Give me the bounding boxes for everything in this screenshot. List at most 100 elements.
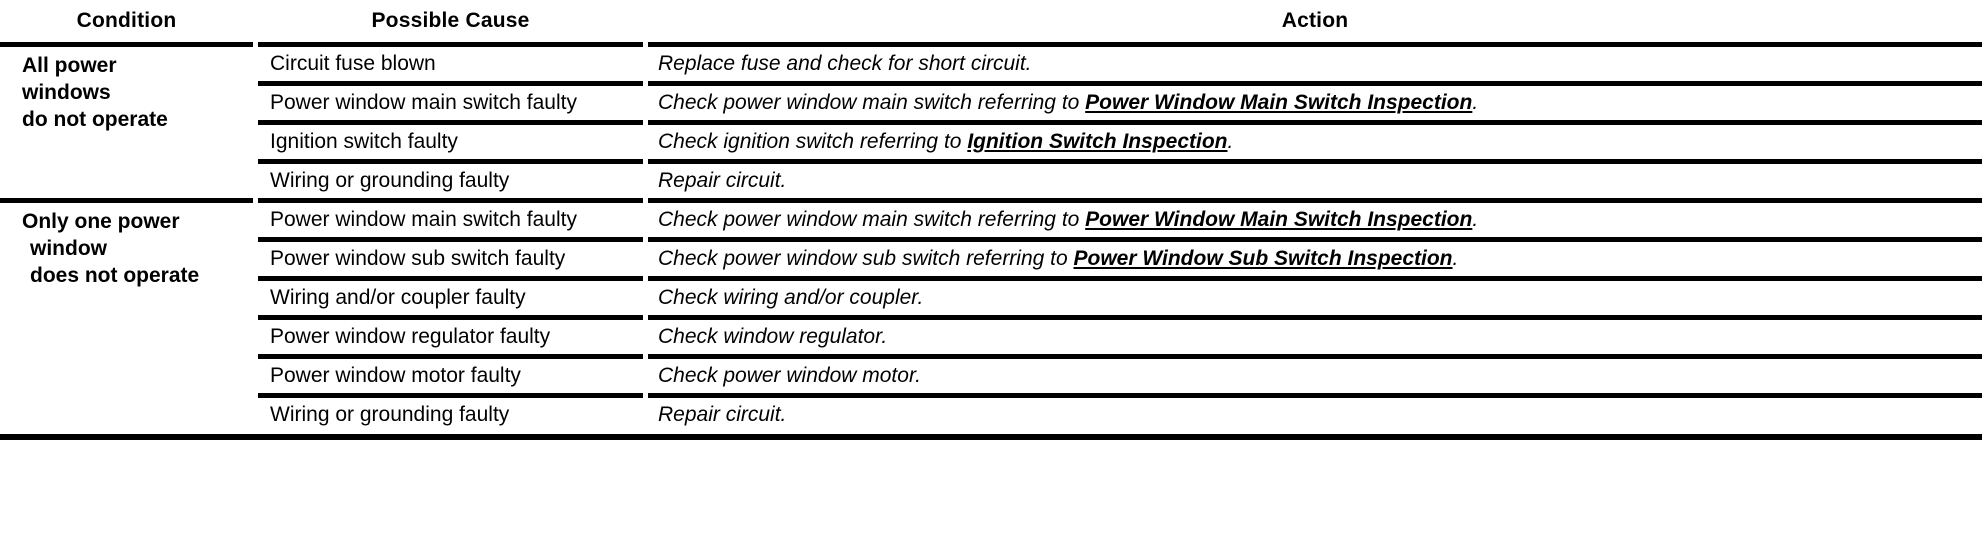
table-row: Wiring or grounding faulty Repair circui…	[0, 164, 1982, 198]
rule-segment-action	[648, 315, 1982, 320]
action-cell: Repair circuit.	[648, 164, 1982, 198]
rule-segment-action	[648, 81, 1982, 86]
possible-cause-cell: Wiring and/or coupler faulty	[258, 281, 643, 315]
action-text-pre: Check power window main switch referring…	[658, 208, 1086, 231]
rule-segment-cause	[258, 237, 643, 242]
action-text-pre: Repair circuit.	[658, 403, 787, 426]
action-text: Replace fuse and check for short circuit…	[648, 47, 1982, 81]
rule-row-separator	[0, 393, 1982, 398]
action-cell: Check window regulator.	[648, 320, 1982, 354]
condition-cell-group-2: Only one power window does not operate	[0, 203, 253, 432]
possible-cause-text: Ignition switch faulty	[270, 130, 458, 153]
rule-group-separator	[0, 198, 1982, 203]
rule-segment-action	[648, 159, 1982, 164]
action-text-pre: Check power window motor.	[658, 364, 921, 387]
possible-cause-cell: Wiring or grounding faulty	[258, 164, 643, 198]
rule-segment-condition	[0, 198, 253, 203]
table-row: Wiring and/or coupler faulty Check wirin…	[0, 281, 1982, 315]
action-text-pre: Repair circuit.	[658, 169, 787, 192]
table-row: Only one power window does not operate P…	[0, 203, 1982, 287]
action-text-post: .	[1227, 130, 1234, 153]
possible-cause-cell: Wiring or grounding faulty	[258, 398, 643, 432]
table-row: Ignition switch faulty Check ignition sw…	[0, 125, 1982, 159]
possible-cause-text: Wiring and/or coupler faulty	[270, 286, 526, 309]
possible-cause-text: Wiring or grounding faulty	[270, 403, 510, 426]
action-cell: Check power window motor.	[648, 359, 1982, 393]
action-text-post: .	[1472, 208, 1479, 231]
rule-segment-cause	[258, 159, 643, 164]
rule-segment-action	[648, 393, 1982, 398]
table-bottom-rule	[0, 434, 1982, 440]
table-row: Wiring or grounding faulty Repair circui…	[0, 398, 1982, 432]
action-text-post: .	[1452, 247, 1459, 270]
rule-row-separator	[0, 315, 1982, 320]
action-text-post: .	[1472, 91, 1479, 114]
possible-cause-text: Power window regulator faulty	[270, 325, 551, 348]
possible-cause-cell: Power window main switch faulty	[258, 86, 643, 120]
rule-segment-action	[648, 354, 1982, 359]
action-text: Check ignition switch referring to Ignit…	[648, 125, 1982, 159]
table-row: Power window sub switch faulty Check pow…	[0, 242, 1982, 276]
action-text-pre: Check power window sub switch referring …	[658, 247, 1074, 270]
rule-segment-action	[648, 198, 1982, 203]
rule-segment-cause	[258, 315, 643, 320]
action-text: Check power window main switch referring…	[648, 86, 1982, 120]
action-text-pre: Check ignition switch referring to	[658, 130, 968, 153]
possible-cause-text: Power window main switch faulty	[270, 208, 577, 231]
table-header: Condition Possible Cause Action	[0, 0, 1982, 42]
action-cell: Replace fuse and check for short circuit…	[648, 47, 1982, 81]
table-row: All power windows do not operate Circuit…	[0, 47, 1982, 131]
rule-segment-cause	[258, 81, 643, 86]
column-header-action: Action	[1281, 9, 1349, 32]
condition-line: windows	[22, 81, 111, 104]
rule-segment-action	[648, 276, 1982, 281]
table-row: Power window regulator faulty Check wind…	[0, 320, 1982, 354]
possible-cause-text: Power window sub switch faulty	[270, 247, 566, 270]
rule-row-separator	[0, 81, 1982, 86]
action-text: Check power window motor.	[648, 359, 1982, 393]
table-body: All power windows do not operate Circuit…	[0, 42, 1982, 432]
action-link[interactable]: Power Window Sub Switch Inspection	[1073, 247, 1453, 270]
action-text-pre: Check window regulator.	[658, 325, 888, 348]
possible-cause-cell: Circuit fuse blown	[258, 47, 643, 81]
possible-cause-text: Wiring or grounding faulty	[270, 169, 510, 192]
table-row: Power window main switch faulty Check po…	[0, 86, 1982, 120]
rule-segment-cause	[258, 276, 643, 281]
column-header-condition: Condition	[76, 9, 177, 32]
rule-segment-action	[648, 42, 1982, 47]
action-text: Repair circuit.	[648, 398, 1982, 432]
condition-line: All power	[22, 54, 117, 77]
action-cell: Check ignition switch referring to Ignit…	[648, 125, 1982, 159]
action-text: Repair circuit.	[648, 164, 1982, 198]
action-text: Check power window main switch referring…	[648, 203, 1982, 237]
action-link[interactable]: Ignition Switch Inspection	[967, 130, 1228, 153]
possible-cause-text: Power window main switch faulty	[270, 91, 577, 114]
possible-cause-text: Circuit fuse blown	[270, 52, 436, 75]
header-row: Condition Possible Cause Action	[0, 0, 1982, 42]
action-link[interactable]: Power Window Main Switch Inspection	[1085, 91, 1473, 114]
rule-segment-cause	[258, 393, 643, 398]
action-link[interactable]: Power Window Main Switch Inspection	[1085, 208, 1473, 231]
action-text-pre: Check wiring and/or coupler.	[658, 286, 924, 309]
rule-segment-action	[648, 237, 1982, 242]
condition-text-block: All power windows do not operate	[0, 47, 253, 133]
condition-line: does not operate	[30, 264, 200, 287]
action-cell: Repair circuit.	[648, 398, 1982, 432]
action-text: Check window regulator.	[648, 320, 1982, 354]
rule-header-bottom	[0, 42, 1982, 47]
rule-row-separator	[0, 276, 1982, 281]
action-text-pre: Replace fuse and check for short circuit…	[658, 52, 1032, 75]
column-header-possible-cause: Possible Cause	[371, 9, 530, 32]
table-row: Power window motor faulty Check power wi…	[0, 359, 1982, 393]
rule-segment-cause	[258, 354, 643, 359]
possible-cause-cell: Ignition switch faulty	[258, 125, 643, 159]
action-cell: Check power window main switch referring…	[648, 86, 1982, 120]
rule-segment-action	[648, 120, 1982, 125]
condition-line: Only one power	[22, 210, 180, 233]
possible-cause-cell: Power window regulator faulty	[258, 320, 643, 354]
rule-row-separator	[0, 354, 1982, 359]
rule-row-separator	[0, 120, 1982, 125]
condition-text-block: Only one power window does not operate	[0, 203, 253, 289]
condition-line: window	[30, 237, 107, 260]
